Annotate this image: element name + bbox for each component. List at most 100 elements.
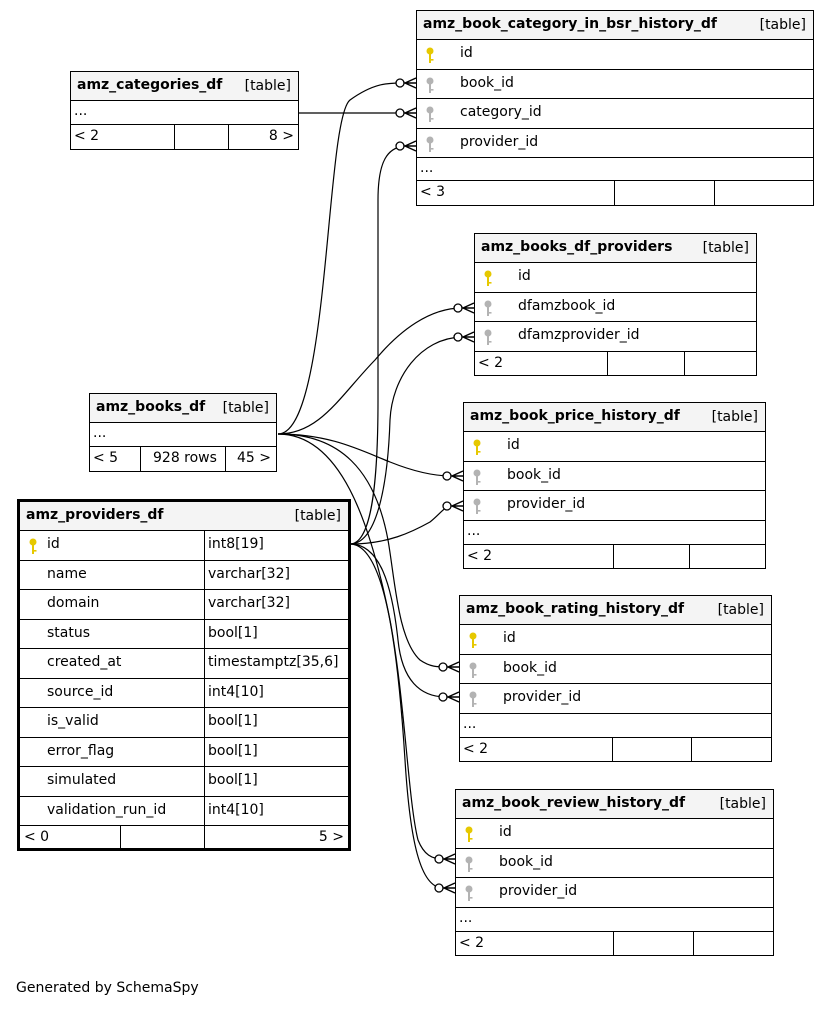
column-row[interactable]: category_id	[417, 99, 813, 129]
table-name[interactable]: amz_categories_df	[77, 77, 223, 93]
table-amz-categories-df[interactable]: amz_categories_df [table] ... < 2 8 >	[70, 71, 299, 150]
column-type: int4[10]	[208, 801, 264, 818]
table-type: [table]	[711, 409, 758, 425]
table-header: amz_books_df_providers [table]	[475, 234, 756, 263]
column-row[interactable]: dfamzbook_id	[475, 293, 756, 322]
table-amz-book-price-history-df[interactable]: amz_book_price_history_df [table] id boo…	[463, 402, 766, 569]
column-row[interactable]: book_id	[464, 462, 765, 491]
column-name: id	[47, 536, 60, 552]
column-row[interactable]: provider_id	[464, 491, 765, 521]
primary-key-icon	[483, 270, 493, 287]
column-row[interactable]: id	[417, 40, 813, 70]
column-name: id	[503, 630, 516, 646]
foreign-key-icon	[425, 136, 435, 153]
column-row[interactable]: book_id	[456, 849, 773, 878]
column-name: created_at	[47, 654, 122, 670]
table-amz-books-df-providers[interactable]: amz_books_df_providers [table] id dfamzb…	[474, 233, 757, 376]
table-name[interactable]: amz_book_category_in_bsr_history_df	[423, 16, 717, 32]
ellipsis: ...	[463, 715, 477, 732]
footer-children[interactable]: 45 >	[237, 450, 271, 466]
table-type: [table]	[222, 400, 269, 416]
footer-parents[interactable]: < 0	[24, 829, 50, 845]
table-type: [table]	[702, 240, 749, 256]
footer-children[interactable]: 8 >	[268, 128, 294, 144]
footer-children[interactable]: 5 >	[318, 829, 344, 845]
crows-foot-marker	[442, 470, 464, 482]
column-row[interactable]: id	[464, 432, 765, 462]
table-amz-book-review-history-df[interactable]: amz_book_review_history_df [table] id bo…	[455, 789, 774, 956]
foreign-key-icon	[472, 498, 482, 515]
primary-key-icon	[464, 826, 474, 843]
column-name: provider_id	[507, 496, 586, 512]
table-name[interactable]: amz_book_review_history_df	[462, 795, 686, 811]
ellipsis-row: ...	[71, 101, 298, 125]
table-amz-book-category-in-bsr-history-df[interactable]: amz_book_category_in_bsr_history_df [tab…	[416, 10, 814, 206]
footer-parents[interactable]: < 2	[478, 354, 504, 371]
foreign-key-icon	[483, 329, 493, 346]
table-name[interactable]: amz_book_price_history_df	[470, 408, 680, 424]
table-name[interactable]: amz_book_rating_history_df	[466, 601, 685, 617]
footer-parents[interactable]: < 2	[467, 547, 493, 564]
column-row[interactable]: id	[475, 263, 756, 293]
column-name: provider_id	[503, 689, 582, 705]
primary-key-icon	[472, 439, 482, 456]
table-type: [table]	[719, 796, 766, 812]
footer-parents[interactable]: < 3	[420, 184, 446, 200]
column-row[interactable]: id	[460, 625, 771, 655]
column-row[interactable]: provider_id	[417, 129, 813, 158]
table-name[interactable]: amz_providers_df	[26, 507, 164, 523]
column-row[interactable]: provider_id	[456, 878, 773, 908]
column-row[interactable]: book_id	[417, 70, 813, 99]
edge-books-rating-book-id	[277, 433, 447, 668]
column-name: category_id	[460, 104, 542, 120]
column-name: id	[460, 45, 473, 61]
ellipsis-row: ...	[90, 423, 276, 447]
column-row[interactable]: dfamzprovider_id	[475, 322, 756, 352]
column-row[interactable]: provider_id	[460, 684, 771, 714]
column-row[interactable]: id	[456, 819, 773, 849]
ellipsis: ...	[459, 909, 473, 926]
edge-providers-dfp-dfamzprovider-id	[349, 336, 463, 545]
column-type: int4[10]	[208, 683, 264, 700]
table-footer: < 2 8 >	[71, 125, 298, 149]
primary-key-icon	[468, 632, 478, 649]
column-row[interactable]: book_id	[460, 655, 771, 684]
ellipsis: ...	[420, 160, 434, 176]
foreign-key-icon	[464, 856, 474, 873]
table-name[interactable]: amz_books_df_providers	[481, 239, 673, 255]
footer-parents[interactable]: < 5	[93, 450, 119, 466]
ellipsis-row: ...	[456, 908, 773, 932]
column-name: error_flag	[47, 742, 115, 759]
table-type: [table]	[759, 17, 806, 33]
table-name[interactable]: amz_books_df	[96, 399, 206, 415]
column-row[interactable]: validation_run_id int4[10]	[20, 796, 348, 826]
table-header: amz_providers_df [table]	[20, 502, 348, 531]
column-name: validation_run_id	[47, 801, 167, 818]
footer-parents[interactable]: < 2	[463, 740, 489, 757]
table-amz-books-df[interactable]: amz_books_df [table] ... < 5 928 rows 45…	[89, 393, 277, 472]
crows-foot-marker	[434, 853, 456, 865]
ellipsis: ...	[93, 425, 107, 441]
crows-foot-marker	[438, 661, 460, 673]
foreign-key-icon	[468, 662, 478, 679]
table-footer: < 2	[456, 931, 773, 956]
column-name: book_id	[499, 853, 553, 870]
table-footer: < 3	[417, 181, 813, 205]
footer-parents[interactable]: < 2	[459, 934, 485, 951]
ellipsis-row: ...	[464, 521, 765, 545]
footer-parents[interactable]: < 2	[74, 128, 100, 144]
table-amz-book-rating-history-df[interactable]: amz_book_rating_history_df [table] id bo…	[459, 595, 772, 762]
ellipsis-row: ...	[417, 158, 813, 181]
table-type: [table]	[294, 508, 341, 524]
table-footer: < 2	[475, 351, 756, 376]
